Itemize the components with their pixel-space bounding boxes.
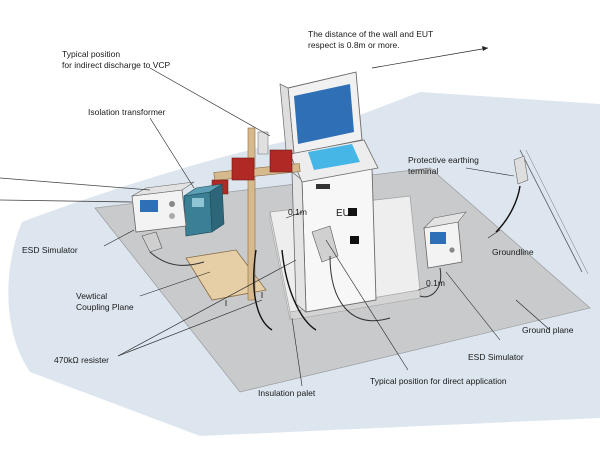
dim-right	[417, 285, 431, 291]
esd-simulator-left-label: ESD Simulator	[22, 245, 78, 255]
protective-earthing-label-line1: Protective earthing	[408, 155, 479, 165]
cable-ground-line	[495, 185, 521, 233]
leader-direct	[325, 239, 409, 371]
leader-protective	[465, 167, 515, 177]
leader-resister-b	[117, 259, 297, 357]
leader-indirect	[149, 67, 271, 137]
insulation-palet-label: Insulation palet	[258, 388, 316, 398]
vcp-label-line1: Vewtical	[76, 291, 108, 301]
wall-line	[519, 149, 583, 273]
eut-monitor-screen	[294, 84, 354, 144]
vcp-pole	[247, 127, 256, 301]
wall-distance-note-line1: The distance of the wall and EUT	[308, 29, 434, 39]
esd-simulator-right	[423, 221, 463, 269]
vcp-label-line2: Coupling Plane	[76, 302, 134, 312]
cable-resister-2	[281, 249, 317, 331]
eut-body	[301, 167, 377, 313]
leader-ground-plane	[515, 299, 551, 331]
eut-button-2	[350, 236, 359, 244]
wall-distance-arrow	[371, 47, 489, 69]
leader-groundline	[487, 229, 501, 239]
eut-button-1	[348, 208, 357, 216]
esd-gun-direct	[311, 225, 339, 263]
resister-label: 470kΩ resister	[54, 355, 110, 365]
cable-direct	[329, 255, 391, 322]
groundline-label: Groundline	[492, 247, 534, 257]
cable-power-left	[0, 177, 151, 191]
leader-resister-a	[117, 299, 263, 357]
indirect-discharge-label-line1: Typical position	[62, 49, 121, 59]
vcp-board	[185, 249, 267, 301]
eut-label: EUT	[336, 208, 356, 219]
cable-resister-1	[253, 249, 273, 331]
leader-esd-left	[103, 229, 135, 247]
distance-right-label: 0.1m	[426, 278, 445, 288]
cable-left-sim	[149, 251, 205, 266]
vcp-clamp-1	[231, 157, 255, 181]
isolation-transformer-label: Isolation transformer	[88, 107, 166, 117]
leader-esd-right	[445, 271, 501, 341]
indirect-discharge-label-line2: for indirect discharge to VCP	[62, 60, 171, 70]
wall-distance-note-line2: respect is 0.8m or more.	[308, 40, 400, 50]
leader-transformer	[149, 117, 195, 189]
esd-gun-left	[141, 231, 163, 253]
dim-left	[285, 211, 303, 219]
leader-palet	[291, 317, 303, 387]
cable-right-sim	[419, 267, 442, 298]
wall-line-2	[525, 149, 589, 275]
vcp-clamp-2	[269, 149, 293, 173]
direct-application-label: Typical position for direct application	[370, 376, 507, 386]
eut-console-screen	[308, 144, 360, 170]
leader-vcp	[139, 271, 211, 297]
eut-slot	[316, 184, 330, 189]
distance-left-label: 0.1m	[288, 207, 307, 217]
esd-simulator-right-label: ESD Simulator	[468, 352, 524, 362]
ground-plane-label: Ground plane	[522, 325, 574, 335]
protective-earthing-label-line2: terminal	[408, 166, 439, 176]
cable-power-left-2	[0, 199, 133, 203]
earthing-terminal	[513, 155, 529, 185]
